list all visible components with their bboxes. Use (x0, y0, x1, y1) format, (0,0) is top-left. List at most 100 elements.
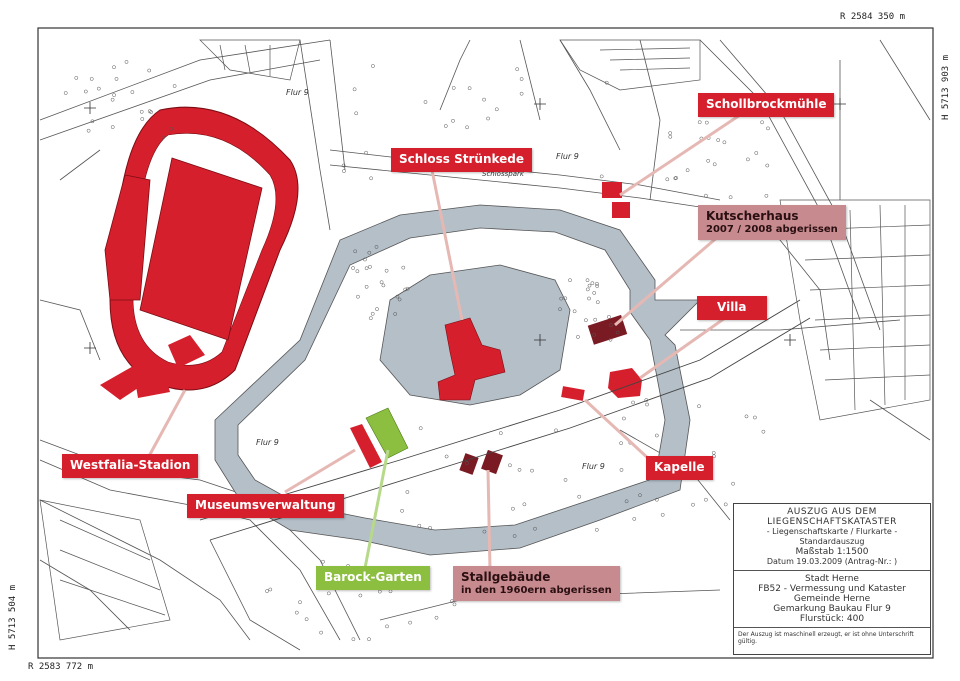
tree-symbol (130, 90, 135, 94)
tree-symbol (368, 264, 372, 269)
label-schloss-struenkede: Schloss Strünkede (391, 148, 533, 172)
label-museumsverwaltung: Museumsverwaltung (187, 494, 344, 518)
tree-symbol (723, 502, 728, 507)
titleblock-date: Datum 19.03.2009 (Antrag-Nr.: ) (766, 557, 898, 566)
tree-symbol (644, 398, 649, 402)
tree-symbol (418, 426, 423, 431)
tree-symbol (594, 527, 599, 532)
tree-symbol (90, 119, 95, 124)
tree-symbol (668, 131, 673, 135)
tree-symbol (395, 294, 400, 299)
tree-symbol (494, 107, 499, 112)
tree-symbol (169, 126, 174, 131)
tree-symbol (761, 429, 766, 434)
titleblock-heading: AUSZUG AUS DEM LIEGENSCHAFTSKATASTER (767, 507, 897, 527)
tree-symbol (341, 163, 346, 168)
barock-garden (365, 407, 409, 459)
label-barock-garten: Barock-Garten (316, 566, 430, 590)
tree-symbol (403, 287, 408, 292)
tree-symbol (363, 257, 367, 262)
tree-symbol (482, 97, 486, 102)
tree-symbol (465, 125, 469, 130)
tree-symbol (595, 300, 600, 305)
tree-symbol (379, 280, 384, 285)
tree-symbol (353, 249, 358, 254)
tree-symbol (764, 193, 769, 198)
tree-symbol (355, 269, 360, 274)
label-villa: Villa (697, 296, 767, 320)
tree-symbol (265, 589, 269, 593)
tree-symbol (645, 402, 649, 407)
tree-symbol (568, 278, 572, 283)
label-schollbrockmuehle: Schollbrockmühle (698, 93, 835, 117)
tree-symbol (508, 463, 512, 468)
coord-top-right: R 2584 350 m (840, 12, 906, 22)
tree-symbol (400, 508, 404, 513)
tree-symbol (408, 620, 412, 625)
tree-symbol (697, 404, 701, 409)
flur-label: Flur 9 (286, 88, 309, 97)
tree-symbol (559, 296, 564, 301)
tree-symbol (139, 109, 144, 114)
tree-symbol (519, 77, 524, 81)
coord-right-top: H 5713 903 m (941, 54, 951, 120)
label-kutscherhaus: Kutscherhaus 2007 / 2008 abgerissen (698, 205, 846, 241)
label-stallgebaeude: Stallgebäude in den 1960ern abgerissen (453, 566, 620, 602)
tree-symbol (147, 68, 152, 73)
tree-symbol (384, 268, 389, 273)
tree-symbol (294, 610, 299, 615)
tree-symbol (385, 624, 389, 629)
tree-symbol (444, 454, 449, 459)
tree-symbol (375, 307, 379, 311)
tree-symbol (319, 630, 323, 635)
tree-symbol (351, 266, 355, 270)
tree-symbol (765, 163, 770, 168)
tree-symbol (486, 116, 490, 121)
schlosspark-text: Schlosspark (482, 170, 524, 178)
tree-symbol (753, 415, 757, 420)
tree-symbol (704, 497, 708, 502)
grid-crosses (84, 98, 846, 354)
tree-symbol (576, 335, 580, 339)
tree-symbol (744, 414, 749, 419)
tree-symbol (624, 499, 629, 504)
tree-symbol (371, 64, 375, 68)
titleblock-line: Stadt Herne (805, 574, 859, 584)
tree-symbol (452, 602, 457, 607)
tree-symbol (654, 497, 659, 502)
tree-symbol (638, 493, 642, 498)
tree-symbol (172, 84, 177, 88)
tree-symbol (697, 120, 702, 125)
tree-symbol (367, 250, 372, 255)
tree-symbol (754, 151, 759, 155)
tree-symbol (110, 97, 115, 102)
tree-symbol (668, 134, 673, 139)
tree-symbol (731, 481, 735, 486)
tree-symbol (354, 111, 359, 116)
tree-symbol (519, 91, 524, 96)
titleblock-divider (734, 570, 930, 571)
titleblock-line: Standardauszug (799, 537, 865, 546)
tree-symbol (746, 157, 750, 162)
titleblock-divider (734, 627, 930, 628)
tree-symbol (558, 307, 562, 312)
tree-symbols (63, 60, 770, 642)
tree-symbol (760, 120, 764, 125)
tree-symbol (298, 600, 302, 605)
tree-symbol (706, 158, 711, 163)
tree-symbol (393, 312, 398, 316)
tree-symbol (577, 494, 582, 499)
tree-symbol (622, 416, 626, 421)
titleblock-line: FB52 - Vermessung und Kataster (758, 584, 906, 594)
tree-symbol (83, 89, 88, 94)
tree-symbol (766, 126, 770, 131)
tree-symbol (517, 467, 522, 472)
titleblock-line: Gemeinde Herne (793, 594, 871, 604)
museum-building (350, 424, 382, 468)
tree-symbol (604, 80, 609, 85)
titleblock-line: Gemarkung Baukau Flur 9 (773, 604, 891, 614)
tree-symbol (554, 428, 558, 433)
tree-symbol (351, 637, 356, 642)
tree-symbol (397, 297, 402, 302)
